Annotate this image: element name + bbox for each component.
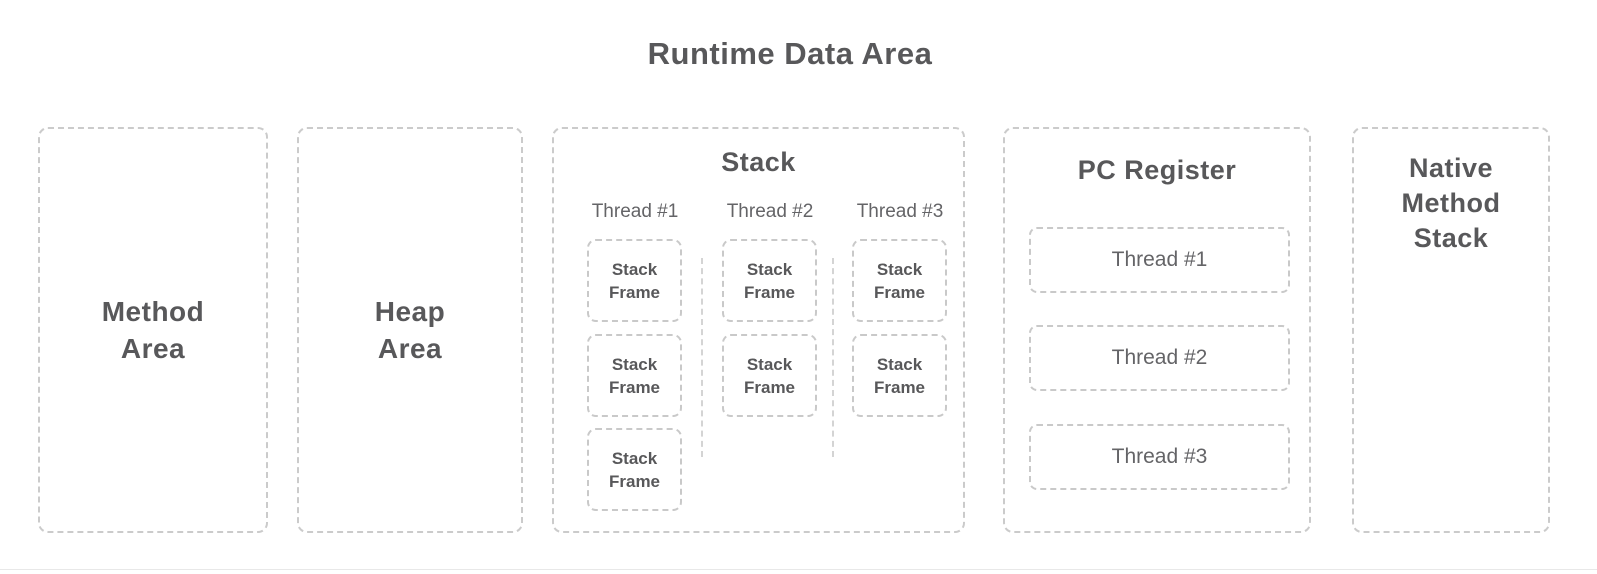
stack-frame-label: Stack Frame <box>873 259 926 302</box>
stack-frame: Stack Frame <box>852 239 947 322</box>
stack-box: Stack Thread #1 Thread #2 Thread #3 Stac… <box>552 127 965 533</box>
method-area-label: Method Area <box>101 296 205 364</box>
stack-frame-label: Stack Frame <box>608 259 661 302</box>
pc-thread-3-label: Thread #3 <box>1111 445 1208 468</box>
heap-area-label: Heap Area <box>374 296 446 364</box>
native-method-stack-box: Native Method Stack <box>1352 127 1550 533</box>
pc-thread-2-label: Thread #2 <box>1111 346 1208 369</box>
pc-thread-1-label: Thread #1 <box>1111 248 1208 271</box>
stack-frame-label: Stack Frame <box>873 354 926 397</box>
stack-frame-label: Stack Frame <box>608 354 661 397</box>
stack-thread-3-label: Thread #3 <box>856 201 944 222</box>
pc-register-title: PC Register <box>1077 155 1237 185</box>
stack-title: Stack <box>721 147 796 177</box>
heap-area-box: Heap Area <box>297 127 523 533</box>
bottom-divider <box>0 569 1597 570</box>
pc-register-box: PC Register Thread #1 Thread #2 Thread #… <box>1003 127 1311 533</box>
native-method-stack-label: Native Method Stack <box>1401 153 1501 253</box>
stack-frame-label: Stack Frame <box>743 259 796 302</box>
method-area-box: Method Area <box>38 127 268 533</box>
stack-thread-1-label: Thread #1 <box>591 201 679 222</box>
stack-thread-2-label: Thread #2 <box>726 201 814 222</box>
stack-frame: Stack Frame <box>587 334 682 417</box>
stack-frame: Stack Frame <box>587 428 682 511</box>
stack-frame: Stack Frame <box>587 239 682 322</box>
pc-register-thread-box: Thread #1 <box>1029 227 1290 293</box>
stack-frame-label: Stack Frame <box>743 354 796 397</box>
thread-column-separator <box>701 258 703 457</box>
thread-column-separator <box>832 258 834 457</box>
stack-frame: Stack Frame <box>722 334 817 417</box>
pc-register-thread-box: Thread #3 <box>1029 424 1290 490</box>
stack-frame-label: Stack Frame <box>608 448 661 491</box>
stack-frame: Stack Frame <box>852 334 947 417</box>
diagram-title: Runtime Data Area <box>647 36 933 71</box>
pc-register-thread-box: Thread #2 <box>1029 325 1290 391</box>
stack-frame: Stack Frame <box>722 239 817 322</box>
